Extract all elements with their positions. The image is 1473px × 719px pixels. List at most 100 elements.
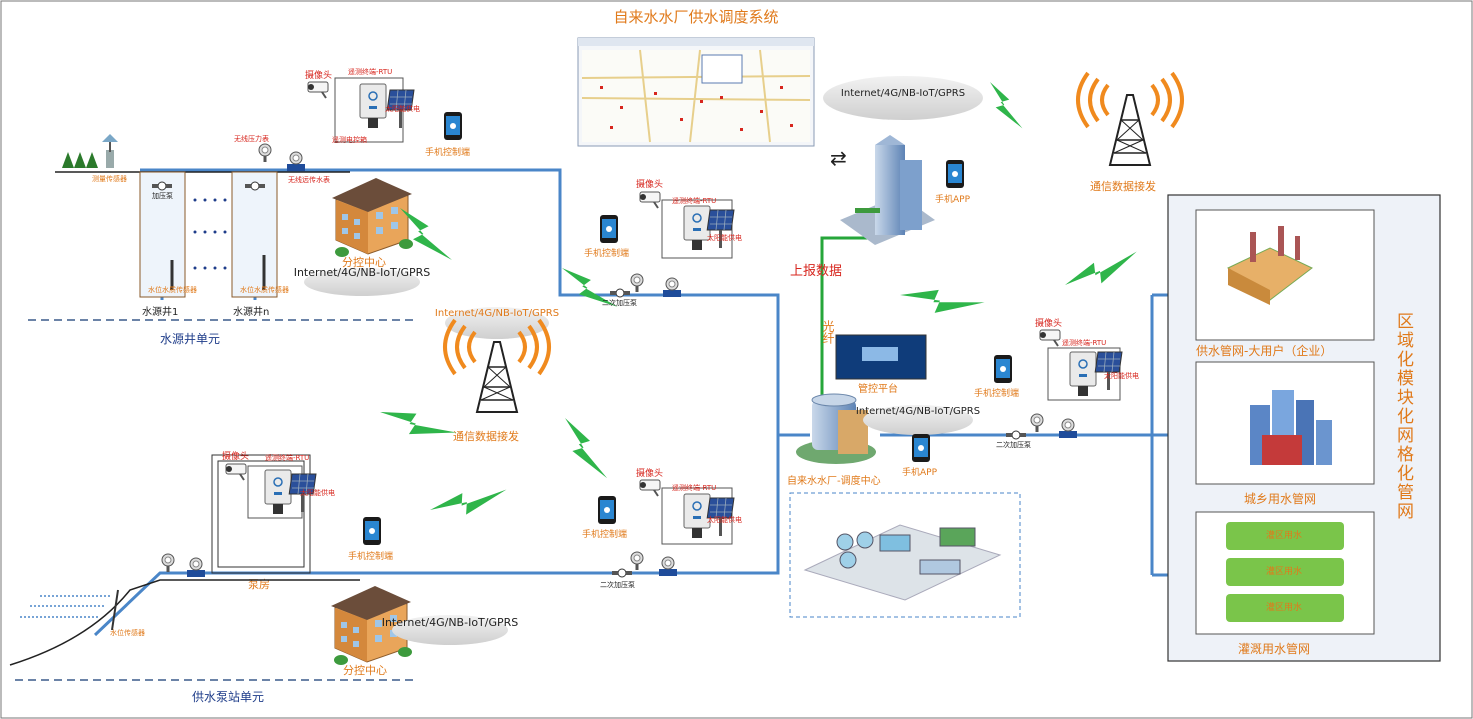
flow-meter-icon (286, 151, 306, 172)
comm-relay-label-center: 通信数据接发 (453, 429, 519, 443)
pump-station-unit-label: 供水泵站单元 (192, 690, 264, 704)
phone-control-label-1: 手机控制端 (425, 146, 470, 158)
city-icon (1250, 390, 1332, 465)
water-source-unit-label: 水源井单元 (160, 332, 220, 346)
wireless-icon (430, 461, 507, 538)
camera-label: 摄像头 (636, 178, 663, 190)
camera-label: 摄像头 (636, 467, 663, 479)
booster-pump-label-2: 二次加压泵 (600, 580, 635, 589)
control-box-label: 遥测电控箱 (332, 135, 367, 144)
tree-icon (62, 152, 98, 168)
phone-control-label-4: 手机控制端 (348, 550, 393, 562)
wireless-icon (380, 384, 457, 461)
camera-icon (639, 479, 661, 497)
regional-network-panel: 供水管网-大用户（企业） 城乡用水管网 灌区用水 灌区用水 灌区用水 灌溉用水管… (1167, 194, 1441, 662)
dashboard-screenshot (577, 37, 815, 147)
field-label: 灌区用水 (1266, 601, 1302, 613)
field-label: 灌区用水 (1266, 529, 1302, 541)
well-n (231, 171, 278, 298)
level-sensor-label-2: 水位水质传感器 (240, 285, 289, 294)
upper-network: Internet/4G/NB-IoT/GPRS 通信数据接发 (823, 71, 1184, 341)
wireless-icon (1065, 232, 1137, 305)
slope-sensor-label: 水位传感器 (110, 628, 145, 637)
booster-pump-icon (611, 568, 633, 578)
irrigation-label: 灌溉用水管网 (1238, 641, 1310, 656)
solar-label: 太阳能供电 (385, 104, 420, 113)
rtu-label: 遥测终端-RTU (348, 67, 392, 76)
dispatch-building-icon (796, 393, 876, 464)
solar-label: 太阳能供电 (707, 515, 742, 524)
dispatch-area: ⇄ 手机APP 上报数据 光纤 管控平台 自来水水厂-调度中心 Internet… (787, 135, 1021, 618)
network-label-center: Internet/4G/NB-IoT/GPRS (435, 308, 559, 319)
camera-icon (1039, 329, 1061, 347)
page-title: 自来水水厂供水调度系统 (613, 8, 778, 26)
fiber-label: 光纤 (821, 320, 835, 344)
camera-label: 摄像头 (222, 450, 249, 462)
control-platform-label: 管控平台 (858, 382, 898, 395)
solar-icon (706, 209, 735, 249)
solar-label: 太阳能供电 (1104, 371, 1139, 380)
camera-icon (225, 463, 247, 481)
pressure-gauge-icon (1030, 413, 1044, 433)
rtu-label: 遥测终端-RTU (265, 453, 309, 462)
flow-meter-label: 无线远传水表 (288, 175, 330, 184)
field-icon (1226, 522, 1344, 622)
comm-relay-label-right: 通信数据接发 (1090, 179, 1156, 193)
factory-icon (1227, 226, 1313, 305)
treatment-plant-icon (803, 524, 1002, 601)
phone-app-label-1: 手机APP (935, 193, 971, 205)
pressure-gauge-icon (630, 551, 644, 571)
device-group-right: 摄像头 遥测终端-RTU 太阳能供电 手机控制端 二次加压泵 (974, 317, 1139, 449)
large-users-label: 供水管网-大用户（企业） (1196, 343, 1332, 358)
sub-center-label-2: 分控中心 (343, 663, 387, 677)
skyscraper-icon (840, 135, 935, 245)
solar-label: 太阳能供电 (300, 488, 335, 497)
sub-center-label-1: 分控中心 (342, 255, 386, 269)
rtu-label: 遥测终端-RTU (1062, 338, 1106, 347)
solar-label: 太阳能供电 (707, 233, 742, 242)
phone-control-label-2: 手机控制端 (584, 247, 629, 259)
treatment-plant-frame (789, 492, 1021, 618)
booster-pump-label-3: 二次加压泵 (996, 440, 1031, 449)
monitor-icon (835, 334, 927, 380)
wireless-icon (900, 256, 985, 341)
phone-icon (600, 215, 618, 243)
camera-icon (639, 191, 661, 209)
phone-app-label-2: 手机APP (902, 466, 938, 478)
flow-meter-icon (662, 277, 682, 298)
phone-icon (912, 434, 930, 462)
phone-icon (598, 496, 616, 524)
central-comm-tower: Internet/4G/NB-IoT/GPRS 通信数据接发 (380, 259, 618, 538)
sensor-top-label: 测量传感器 (92, 174, 127, 183)
flow-meter-icon (658, 556, 678, 577)
sync-arrows-icon: ⇄ (830, 146, 847, 170)
rtu-icon (1069, 351, 1097, 397)
well-1 (139, 171, 186, 298)
phone-control-label-3: 手机控制端 (582, 528, 627, 540)
rtu-icon (359, 83, 387, 129)
fiber-line (820, 236, 875, 398)
sub-center-building-icon (331, 177, 414, 258)
regional-unit-label: 区域化模块化网格化管网 (1393, 312, 1414, 521)
phone-icon (363, 517, 381, 545)
network-label-3: Internet/4G/NB-IoT/GPRS (856, 406, 980, 417)
flow-meter-icon (186, 557, 206, 578)
dispatch-center-label: 自来水水厂-调度中心 (787, 474, 881, 487)
pump-house-label: 泵房 (248, 578, 270, 591)
phone-icon (946, 160, 964, 188)
network-label-top: Internet/4G/NB-IoT/GPRS (841, 88, 965, 99)
booster-pump-label-1: 二次加压泵 (602, 298, 637, 307)
pressure-gauge-label: 无线压力表 (234, 134, 269, 143)
phone-icon (444, 112, 462, 140)
wireless-icon (983, 82, 1030, 129)
rtu-icon (683, 205, 711, 251)
device-group-mid-bottom: 摄像头 遥测终端-RTU 太阳能供电 手机控制端 二次加压泵 (582, 467, 742, 589)
network-label-2: Internet/4G/NB-IoT/GPRS (382, 616, 519, 629)
camera-label: 摄像头 (305, 69, 332, 81)
sensor-pole-icon (102, 134, 118, 168)
well-1-label: 水源井1 (142, 305, 178, 318)
phone-control-label-5: 手机控制端 (974, 387, 1019, 399)
urban-rural-label: 城乡用水管网 (1244, 491, 1316, 506)
well-n-label: 水源井n (233, 305, 269, 318)
